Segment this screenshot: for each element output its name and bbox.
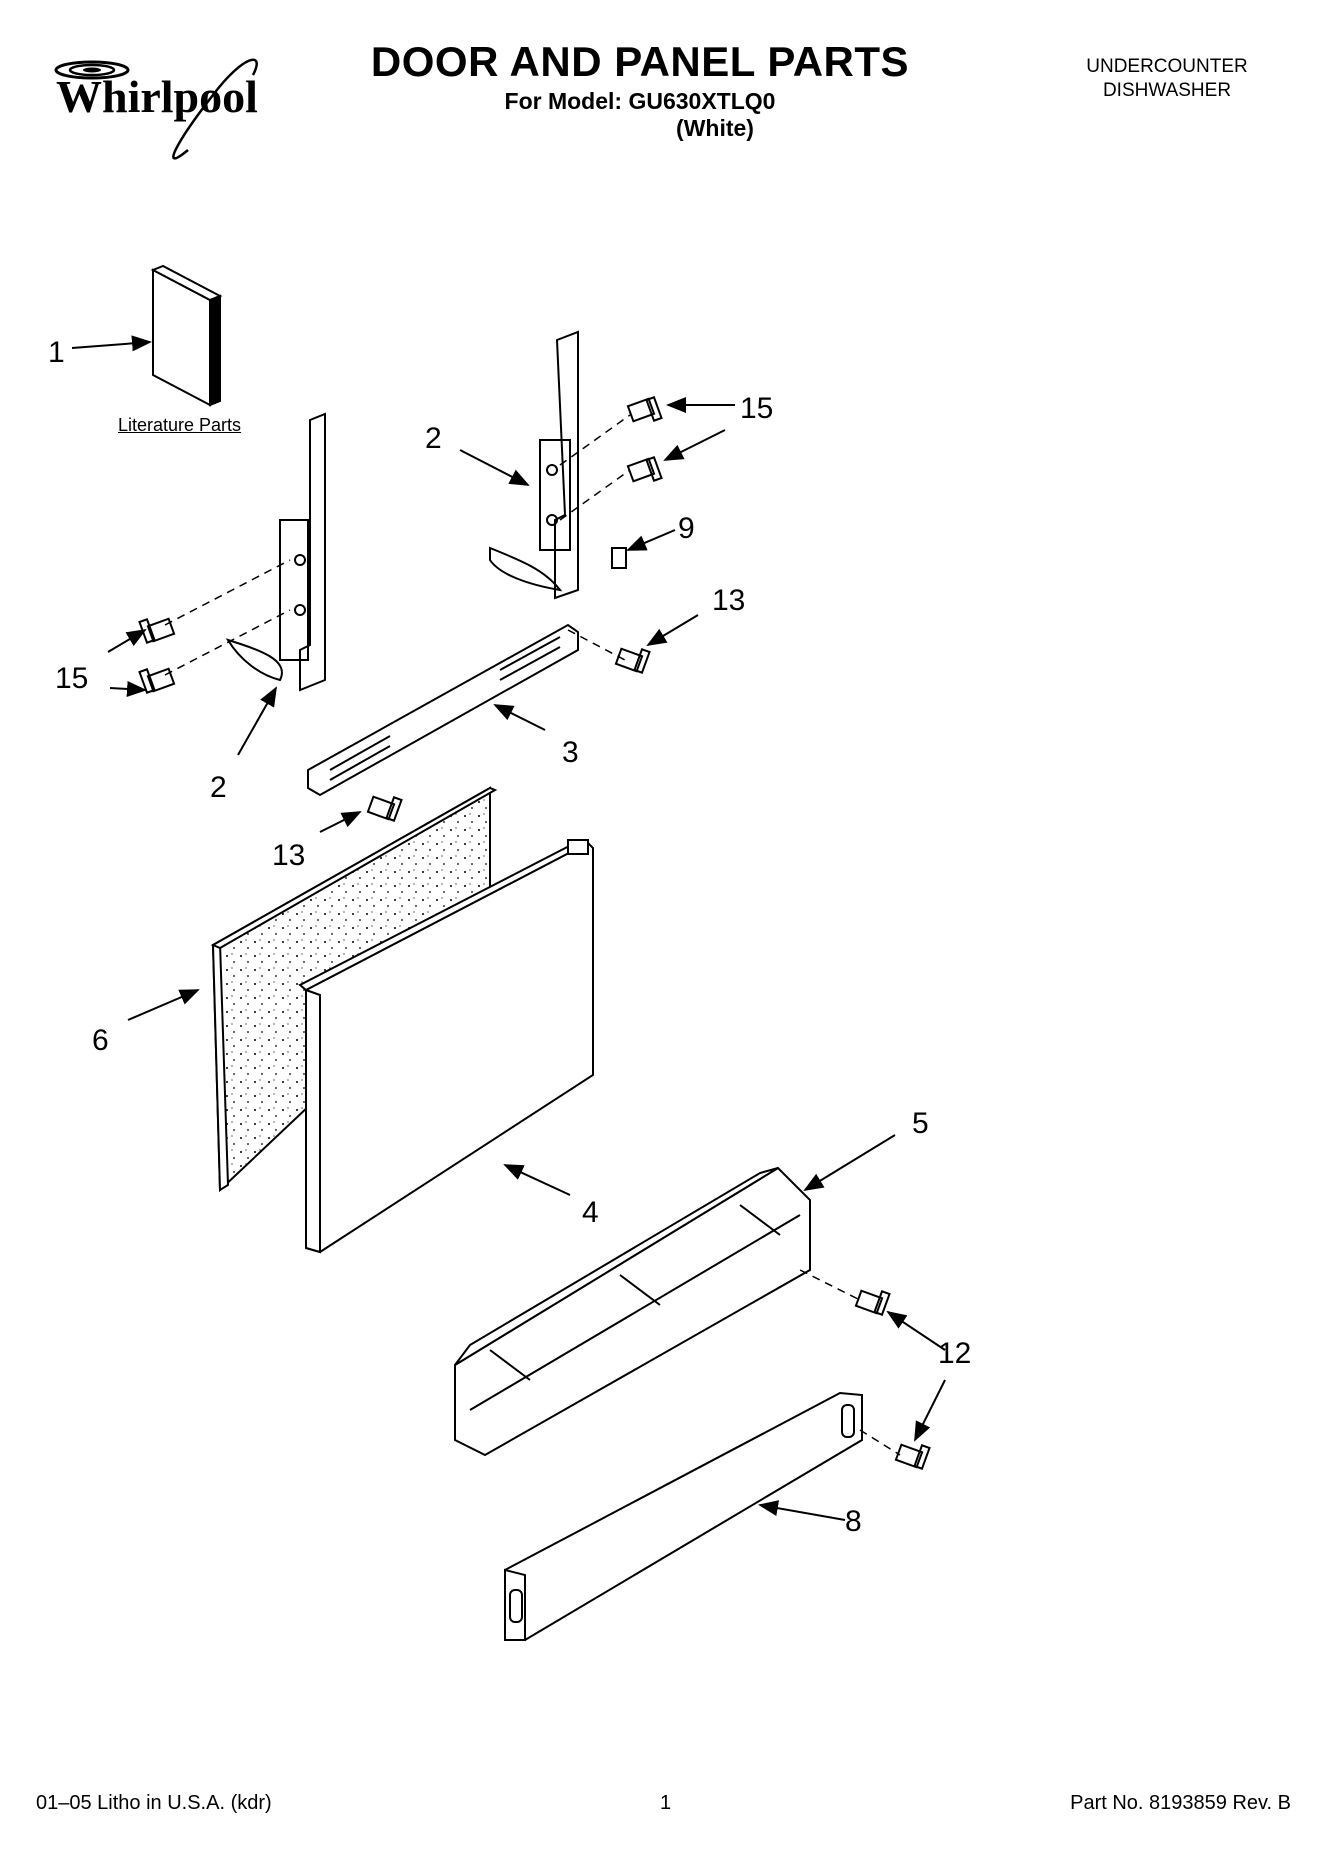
model-number: For Model: GU630XTLQ0 xyxy=(504,88,776,114)
appliance-category-line1: UNDERCOUNTER xyxy=(1086,56,1248,77)
callout-8: 8 xyxy=(845,1505,862,1538)
toe-panel-part xyxy=(454,1166,811,1457)
page-title: DOOR AND PANEL PARTS xyxy=(370,38,910,85)
callout-15-left: 15 xyxy=(55,662,88,695)
callout-2-right-hinge: 2 xyxy=(425,422,442,455)
screw-part-12-lower xyxy=(894,1443,931,1470)
literature-parts-label: Literature Parts xyxy=(118,415,242,435)
callout-9: 9 xyxy=(678,512,695,545)
whirlpool-logo: Whirlpool xyxy=(48,50,278,170)
kick-plate-part xyxy=(504,1391,863,1641)
callout-12: 12 xyxy=(938,1337,971,1370)
model-color: (White) xyxy=(676,115,754,141)
callout-2-left-hinge: 2 xyxy=(210,771,227,804)
clip-part-9 xyxy=(611,547,627,569)
print-info: 01–05 Litho in U.S.A. (kdr) xyxy=(36,1792,272,1814)
callout-labels: 1 2 15 9 13 15 2 3 13 6 4 5 12 8 xyxy=(48,336,971,1538)
screw-part-13-upper xyxy=(614,647,651,674)
callout-4: 4 xyxy=(582,1196,599,1229)
callout-5: 5 xyxy=(912,1107,929,1140)
screw-part-15-upper-right xyxy=(626,396,663,423)
appliance-category-line2: DISHWASHER xyxy=(1102,80,1232,101)
screw-part-13-lower xyxy=(366,795,403,822)
leader-arrows xyxy=(71,335,946,1521)
callout-3: 3 xyxy=(562,736,579,769)
assembly-lines xyxy=(164,414,901,1456)
screw-part-15-lower-right xyxy=(626,456,663,483)
callout-1: 1 xyxy=(48,336,65,369)
page-number: 1 xyxy=(660,1792,672,1814)
callout-13-upper: 13 xyxy=(712,584,745,617)
right-hinge-bracket-part xyxy=(489,330,579,600)
callout-13-lower: 13 xyxy=(272,839,305,872)
bracket-bar-part xyxy=(307,623,579,797)
callout-15-right: 15 xyxy=(740,392,773,425)
left-hinge-bracket-part xyxy=(225,412,326,692)
callout-6: 6 xyxy=(92,1024,109,1057)
screw-part-12-upper xyxy=(854,1289,891,1316)
literature-booklet-part xyxy=(150,264,223,407)
outer-door-panel-part xyxy=(298,839,594,1254)
part-number: Part No. 8193859 Rev. B xyxy=(1070,1792,1291,1814)
